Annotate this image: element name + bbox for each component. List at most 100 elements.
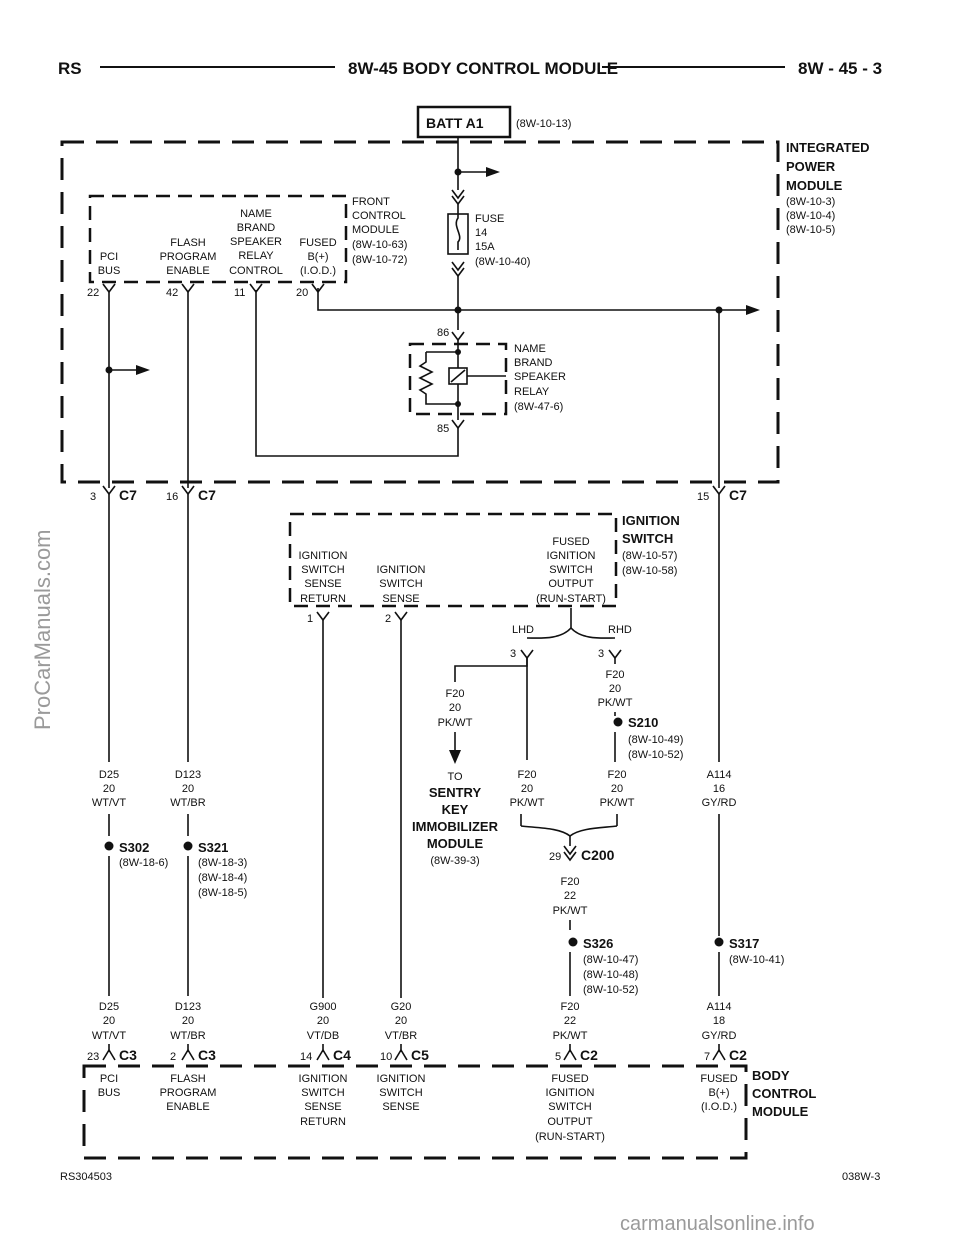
s326-ref-3: (8W-10-52) — [583, 984, 638, 996]
svg-text:15A: 15A — [475, 241, 495, 253]
fcm-title: FRONT CONTROL MODULE (8W-10-63) (8W-10-7… — [352, 196, 407, 266]
svg-text:RETURN: RETURN — [300, 593, 346, 605]
svg-text:C7: C7 — [119, 487, 137, 503]
bcm-connectors — [102, 1048, 726, 1061]
s321-name: S321 — [198, 840, 228, 855]
sentry-feed-wire — [454, 658, 528, 682]
svg-text:22: 22 — [87, 287, 99, 299]
wire-d123-top: D123 20 WT/BR — [170, 769, 205, 809]
svg-text:20: 20 — [521, 783, 533, 795]
svg-text:(8W-10-58): (8W-10-58) — [622, 565, 677, 577]
svg-text:22: 22 — [564, 890, 576, 902]
svg-text:3: 3 — [90, 491, 96, 503]
svg-text:20: 20 — [296, 287, 308, 299]
c7-connectors — [102, 485, 726, 496]
svg-text:(I.O.D.): (I.O.D.) — [701, 1101, 737, 1113]
svg-text:22: 22 — [564, 1015, 576, 1027]
bus-arrow — [746, 305, 760, 315]
svg-text:F20: F20 — [606, 669, 625, 681]
wire-d123-bot: D123 20 WT/BR — [170, 1001, 205, 1042]
sentry-arrow — [449, 750, 461, 764]
svg-text:F20: F20 — [446, 688, 465, 700]
svg-text:OUTPUT: OUTPUT — [547, 1116, 593, 1128]
wire-a114-bot: A114 18 GY/RD — [702, 1001, 737, 1042]
svg-text:SWITCH: SWITCH — [548, 1101, 591, 1113]
s321-dot — [183, 841, 193, 851]
svg-text:SWITCH: SWITCH — [379, 578, 422, 590]
svg-text:CONTROL: CONTROL — [752, 1086, 816, 1101]
page-title: 8W-45 BODY CONTROL MODULE — [348, 59, 618, 78]
svg-text:(8W-47-6): (8W-47-6) — [514, 401, 563, 413]
relay-coil-slash — [450, 369, 466, 383]
c200-pin: 29 — [549, 851, 561, 863]
svg-text:PK/WT: PK/WT — [510, 797, 545, 809]
svg-text:(8W-10-3): (8W-10-3) — [786, 196, 835, 208]
lhd-label: LHD — [512, 624, 534, 636]
ign-pin-sense: IGNITION SWITCH SENSE 2 — [377, 564, 426, 625]
svg-text:FUSE: FUSE — [475, 213, 504, 225]
fuse-top-connector — [451, 189, 465, 206]
svg-text:KEY: KEY — [442, 802, 469, 817]
svg-text:SWITCH: SWITCH — [549, 564, 592, 576]
batt-ref: (8W-10-13) — [516, 118, 571, 130]
svg-text:ENABLE: ENABLE — [166, 265, 209, 277]
svg-text:2: 2 — [170, 1051, 176, 1063]
fcm-pin-relay-control: NAME BRAND SPEAKER RELAY CONTROL 11 — [229, 208, 283, 299]
bcm-c3-23: 23 C3 — [87, 1047, 137, 1063]
ign-pin-connectors — [316, 611, 408, 622]
svg-text:PK/WT: PK/WT — [598, 697, 633, 709]
wire-f20-bot: F20 22 PK/WT — [553, 1001, 588, 1042]
s302-ref: (8W-18-6) — [119, 857, 168, 869]
svg-text:CONTROL: CONTROL — [352, 210, 406, 222]
bcm-lead-stubs — [108, 1044, 720, 1050]
svg-text:IMMOBILIZER: IMMOBILIZER — [412, 819, 499, 834]
svg-text:C7: C7 — [198, 487, 216, 503]
svg-text:C3: C3 — [119, 1047, 137, 1063]
svg-text:GY/RD: GY/RD — [702, 1030, 737, 1042]
svg-text:20: 20 — [182, 783, 194, 795]
svg-text:ENABLE: ENABLE — [166, 1101, 209, 1113]
svg-text:18: 18 — [713, 1015, 725, 1027]
lhd-pin: 3 — [510, 648, 516, 660]
s317-dot — [714, 937, 724, 947]
svg-text:SPEAKER: SPEAKER — [514, 371, 566, 383]
svg-text:CONTROL: CONTROL — [229, 265, 283, 277]
svg-text:D123: D123 — [175, 769, 201, 781]
footer-figure: 038W-3 — [842, 1171, 880, 1183]
svg-text:GY/RD: GY/RD — [702, 797, 737, 809]
s302-name: S302 — [119, 840, 149, 855]
svg-text:SENTRY: SENTRY — [429, 785, 482, 800]
svg-text:(8W-10-57): (8W-10-57) — [622, 550, 677, 562]
svg-text:SWITCH: SWITCH — [622, 531, 673, 546]
svg-text:IGNITION: IGNITION — [377, 564, 426, 576]
s210-dot — [613, 717, 623, 727]
svg-text:10: 10 — [380, 1051, 392, 1063]
svg-text:20: 20 — [182, 1015, 194, 1027]
svg-text:D25: D25 — [99, 769, 119, 781]
svg-text:PCI: PCI — [100, 251, 118, 263]
wire-f20-rhd-low: F20 20 PK/WT — [600, 769, 635, 809]
svg-text:F20: F20 — [518, 769, 537, 781]
relay-control-wire — [255, 290, 459, 457]
wire-f20-sentry: F20 20 PK/WT — [438, 688, 473, 729]
pci-branch-arrow — [136, 365, 150, 375]
bcm-c2-7: 7 C2 — [704, 1047, 747, 1063]
s321-ref-3: (8W-18-5) — [198, 887, 247, 899]
side-watermark: ProCarManuals.com — [30, 529, 55, 730]
batt-box — [416, 105, 512, 139]
svg-text:PK/WT: PK/WT — [553, 905, 588, 917]
svg-text:SENSE: SENSE — [304, 578, 341, 590]
svg-text:A114: A114 — [707, 1001, 732, 1013]
bcm-label-sense-return: IGNITION SWITCH SENSE RETURN — [299, 1073, 348, 1128]
c7-pin-3: 3 C7 — [90, 487, 137, 503]
svg-text:OUTPUT: OUTPUT — [548, 578, 594, 590]
s321-ref-2: (8W-18-4) — [198, 872, 247, 884]
relay-pin-86-connector — [451, 331, 465, 342]
svg-text:F20: F20 — [608, 769, 627, 781]
svg-text:20: 20 — [103, 783, 115, 795]
svg-text:15: 15 — [697, 491, 709, 503]
c200-name: C200 — [581, 847, 615, 863]
s326-name: S326 — [583, 936, 613, 951]
svg-text:WT/BR: WT/BR — [170, 1030, 205, 1042]
ign-pin-sense-return: IGNITION SWITCH SENSE RETURN 1 — [299, 550, 348, 625]
